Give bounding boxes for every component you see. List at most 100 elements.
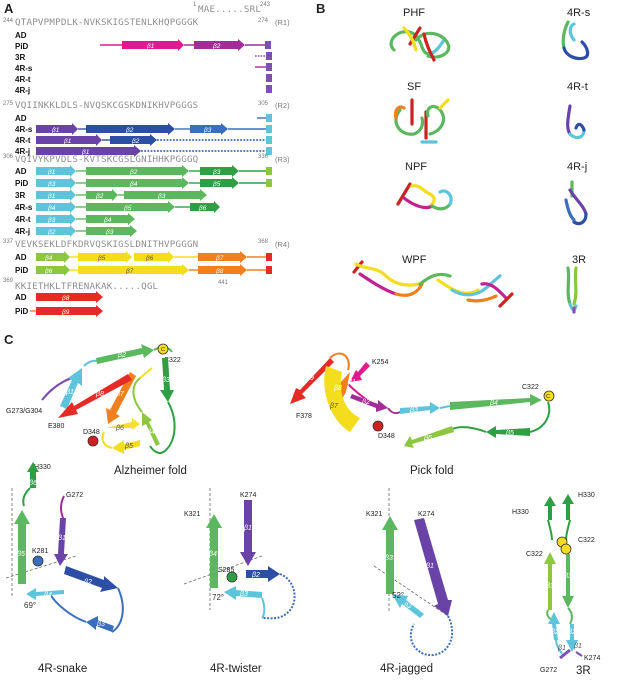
r3-end: 336 — [258, 154, 269, 160]
4rt-r3-beta4-label: β4 — [103, 217, 112, 224]
pick-beta2: β2 — [361, 399, 370, 406]
alz-g273: G273/G304 — [6, 408, 42, 415]
snake-beta6: β6 — [28, 480, 37, 487]
4rj-r3-beta3 — [86, 225, 137, 237]
twister-beta3: β3 — [239, 591, 248, 598]
pid-r3-beta5 — [200, 177, 239, 189]
r5-start: 369 — [3, 278, 14, 284]
alz-beta1: β1 — [65, 389, 74, 396]
3r-beta2-right: β2 — [567, 629, 576, 636]
3r-fold — [566, 266, 578, 314]
twister-k321: K321 — [184, 511, 200, 518]
r5-row-ad: AD — [15, 293, 27, 302]
alzheimer-title: Alzheimer fold — [114, 465, 187, 477]
alz-beta7: β7 — [115, 391, 125, 398]
3r-beta3-right: β3 — [563, 573, 572, 580]
snake-h330: H330 — [34, 464, 51, 471]
snake-beta1: β1 — [57, 535, 66, 542]
twister-beta4: β4 — [208, 551, 217, 558]
pid-r3-beta4-label: β4 — [129, 181, 138, 188]
pick-beta3: β3 — [409, 407, 418, 414]
pid-r4-beta7 — [78, 264, 189, 276]
3r-beta2-left: β2 — [550, 629, 559, 636]
pick-k254: K254 — [372, 359, 388, 366]
nterm-start: 1 — [193, 2, 197, 8]
twister-beta2: β2 — [251, 572, 260, 579]
snake-k281: K281 — [32, 548, 48, 555]
pick-beta4: β4 — [489, 400, 498, 407]
ad-r4-beta5 — [78, 251, 132, 263]
twister-k274: K274 — [240, 492, 256, 499]
snake-g272: G272 — [66, 492, 83, 499]
r5-end: 441 — [218, 280, 229, 286]
r2-seq: VQIINKKLDLS-NVQSKCGSKDNIKHVPGGGS — [15, 100, 198, 111]
3r-k274: K274 — [584, 655, 600, 662]
ad-r3-beta2-label: β2 — [129, 169, 138, 176]
npf-title: NPF — [405, 161, 427, 173]
4rs-fold — [561, 20, 590, 61]
r2-row-4rt: 4R-t — [15, 136, 31, 145]
r3-row-4rt: 4R-t — [15, 215, 31, 224]
4rs-r3-beta6 — [190, 201, 220, 213]
3r-c322-left: C322 — [526, 551, 543, 558]
r2-row-ad: AD — [15, 114, 27, 123]
4rs-r2-beta3-label: β3 — [203, 127, 212, 134]
pick-beta1: β1 — [347, 379, 356, 386]
3r-r3-beta2 — [86, 189, 118, 201]
4rt-r2-beta2-label: β2 — [131, 138, 140, 145]
pid-r1-beta2-label: β2 — [212, 43, 221, 50]
3r-r1-block — [266, 52, 272, 60]
phf-fold — [389, 26, 451, 62]
wpf-title: WPF — [402, 254, 427, 266]
pid-r4-beta8 — [198, 264, 247, 276]
snake-beta4: β4 — [43, 592, 52, 599]
pid-r3-beta3-label: β3 — [47, 181, 56, 188]
jagged-k274: K274 — [418, 511, 434, 518]
alz-d348: D348 — [83, 429, 100, 436]
r5-seq: KKIETHKLTFRENAKAK.....QGL — [15, 281, 159, 292]
pid-r1-beta2-strand — [194, 39, 245, 51]
phf-title: PHF — [403, 7, 425, 19]
r4-start: 337 — [3, 239, 14, 245]
4rs-r3-beta4 — [36, 201, 76, 213]
r3-row-4rj: 4R-j — [15, 227, 30, 236]
3r-title: 3R — [576, 665, 591, 677]
pick-c-label: C — [546, 394, 550, 400]
3r-title: 3R — [572, 254, 586, 266]
4rj-r2-beta1-label: β1 — [81, 149, 90, 156]
4rt-r3-beta3 — [36, 213, 76, 225]
r1-row-3r: 3R — [15, 53, 25, 62]
nterm-seq: MAE.....SRL — [198, 4, 261, 15]
4rs-r3-beta5-label: β5 — [123, 205, 132, 212]
3r-h330-right: H330 — [578, 492, 595, 499]
sf-title: SF — [407, 81, 421, 93]
r4-end: 368 — [258, 239, 269, 245]
pid-r3-beta5-label: β5 — [212, 181, 221, 188]
ad-r2-block — [266, 114, 272, 122]
pid-r3-block — [266, 179, 272, 187]
twister-angle: 72° — [212, 593, 224, 602]
alz-beta2: β2 — [117, 352, 126, 359]
4rs-r2-beta3 — [190, 123, 228, 135]
alz-beta4: β4 — [146, 429, 155, 436]
4rt-r3-beta4 — [86, 213, 135, 225]
r1-row-4rj: 4R-j — [15, 86, 30, 95]
pid-r1-beta1-strand — [122, 39, 184, 51]
4rj-title: 4R-j — [567, 161, 587, 173]
pid-r1-beta1-label: β1 — [146, 43, 155, 50]
3r-fold: H330 H330 C322 C322 β3 β3 β2 β2 β1 — [512, 492, 600, 677]
twister-beta1: β1 — [243, 525, 252, 532]
3r-c322-right: C322 — [578, 537, 595, 544]
panel-c: C β1 β2 C C322 β3 β4 β7 β5 β6 — [4, 332, 600, 677]
4rt-r3-beta3-label: β3 — [47, 217, 56, 224]
snake-beta5: β5 — [16, 551, 25, 558]
ad-r4-block — [266, 253, 272, 261]
4rt-title: 4R-t — [567, 81, 588, 93]
r3-label: (R3) — [275, 155, 290, 164]
3r-g272: G272 — [540, 667, 557, 674]
npf-fold — [396, 182, 453, 211]
pid-r3-beta4 — [86, 177, 189, 189]
pick-title: Pick fold — [410, 465, 453, 477]
ad-r3-beta3-label: β3 — [212, 169, 221, 176]
alz-beta6: β6 — [115, 425, 124, 432]
